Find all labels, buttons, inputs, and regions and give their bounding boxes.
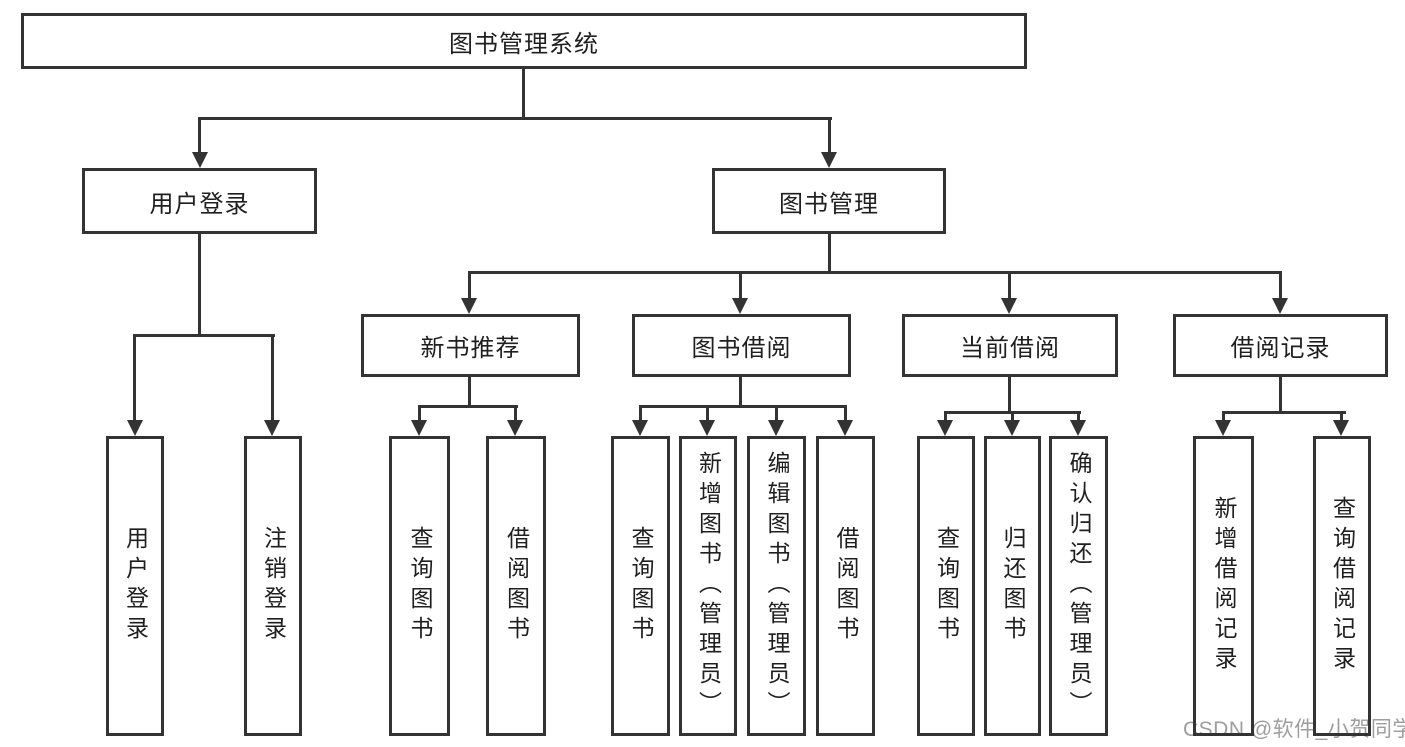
connector-drop bbox=[1222, 411, 1225, 420]
connector-borrowing-stub bbox=[739, 377, 742, 406]
connector-drop-leaf-logout bbox=[271, 334, 274, 420]
leaf-add-borrow-record: 新增借阅记录 bbox=[1193, 436, 1254, 736]
connector-drop-recommend bbox=[468, 271, 471, 298]
arrow-down-icon bbox=[264, 420, 280, 436]
arrow-down-icon bbox=[1333, 420, 1349, 436]
connector-drop bbox=[706, 405, 709, 420]
node-book-management: 图书管理 bbox=[712, 168, 946, 234]
arrow-down-icon bbox=[461, 298, 477, 314]
connector-recommend-split bbox=[418, 405, 518, 408]
leaf-query-books-borrow: 查询图书 bbox=[611, 436, 670, 736]
connector-root-stub bbox=[522, 69, 525, 118]
connector-drop bbox=[944, 411, 947, 420]
leaf-logout: 注销登录 bbox=[244, 436, 302, 736]
connector-root-split bbox=[198, 117, 832, 120]
node-label: 图书管理 bbox=[779, 190, 879, 218]
leaf-label: 借阅图书 bbox=[503, 526, 530, 646]
connector-drop-current bbox=[1008, 271, 1011, 298]
connector-borrowing-split bbox=[639, 405, 846, 408]
connector-drop bbox=[418, 405, 421, 420]
leaf-label: 新增图书（管理员） bbox=[695, 451, 722, 721]
leaf-label: 查询借阅记录 bbox=[1329, 496, 1356, 676]
connector-records-stub bbox=[1279, 377, 1282, 413]
leaf-confirm-return-admin: 确认归还（管理员） bbox=[1049, 436, 1108, 736]
leaf-label: 查询图书 bbox=[407, 526, 433, 646]
leaf-label: 查询图书 bbox=[933, 526, 960, 646]
connector-drop-borrowing bbox=[739, 271, 742, 298]
node-user-login: 用户登录 bbox=[82, 168, 317, 234]
leaf-query-books-recommend: 查询图书 bbox=[389, 436, 450, 736]
arrow-down-icon bbox=[1215, 420, 1231, 436]
leaf-borrow-books: 借阅图书 bbox=[816, 436, 875, 736]
connector-drop-book-management bbox=[828, 117, 831, 153]
node-label: 当前借阅 bbox=[960, 335, 1060, 362]
connector-drop-records bbox=[1279, 271, 1282, 298]
arrow-down-icon bbox=[127, 420, 143, 436]
node-label: 新书推荐 bbox=[420, 335, 521, 362]
node-borrowing-records: 借阅记录 bbox=[1173, 314, 1388, 377]
node-book-borrowing: 图书借阅 bbox=[632, 314, 851, 377]
arrow-down-icon bbox=[1272, 298, 1288, 314]
node-label: 借阅记录 bbox=[1230, 335, 1331, 362]
arrow-down-icon bbox=[821, 152, 837, 168]
connector-recommend-stub bbox=[468, 377, 471, 406]
connector-drop-user-login bbox=[198, 117, 201, 153]
arrow-down-icon bbox=[1070, 420, 1086, 436]
leaf-label: 新增借阅记录 bbox=[1211, 496, 1237, 676]
connector-drop bbox=[639, 405, 642, 420]
arrow-down-icon bbox=[837, 420, 853, 436]
connector-book-management-stub bbox=[828, 234, 831, 274]
arrow-down-icon bbox=[699, 420, 715, 436]
leaf-return-books: 归还图书 bbox=[984, 436, 1041, 736]
node-library-management-system: 图书管理系统 bbox=[21, 13, 1027, 69]
connector-drop bbox=[844, 405, 847, 420]
arrow-down-icon bbox=[411, 420, 427, 436]
leaf-add-books-admin: 新增图书（管理员） bbox=[679, 436, 737, 736]
connector-drop-leaf-user-login bbox=[133, 334, 136, 420]
arrow-down-icon bbox=[937, 420, 953, 436]
leaf-label: 借阅图书 bbox=[833, 526, 859, 646]
node-current-borrowing: 当前借阅 bbox=[902, 314, 1118, 377]
connector-drop bbox=[1077, 411, 1080, 420]
connector-user-login-split bbox=[133, 334, 275, 337]
connector-book-management-split bbox=[468, 271, 1281, 274]
arrow-down-icon bbox=[192, 152, 208, 168]
arrow-down-icon bbox=[507, 420, 523, 436]
leaf-label: 编辑图书（管理员） bbox=[764, 451, 790, 721]
node-new-book-recommendation: 新书推荐 bbox=[361, 314, 580, 377]
connector-current-stub bbox=[1008, 377, 1011, 413]
leaf-label: 用户登录 bbox=[122, 526, 149, 646]
connector-user-login-stub bbox=[198, 234, 201, 335]
arrow-down-icon bbox=[1004, 420, 1020, 436]
connector-drop bbox=[1011, 411, 1014, 420]
arrow-down-icon bbox=[732, 298, 748, 314]
connector-drop bbox=[514, 405, 517, 420]
node-label: 图书借阅 bbox=[691, 335, 792, 362]
connector-drop bbox=[1340, 411, 1343, 420]
node-label: 用户登录 bbox=[149, 190, 250, 218]
leaf-query-borrow-record: 查询借阅记录 bbox=[1313, 436, 1371, 736]
connector-records-split bbox=[1222, 411, 1346, 414]
leaf-label: 注销登录 bbox=[260, 526, 287, 646]
leaf-borrow-books-recommend: 借阅图书 bbox=[486, 436, 546, 736]
arrow-down-icon bbox=[632, 420, 648, 436]
arrow-down-icon bbox=[768, 420, 784, 436]
node-label: 图书管理系统 bbox=[449, 30, 599, 58]
leaf-label: 查询图书 bbox=[628, 526, 654, 646]
leaf-label: 归还图书 bbox=[1000, 526, 1026, 646]
leaf-label: 确认归还（管理员） bbox=[1066, 451, 1092, 721]
arrow-down-icon bbox=[1001, 298, 1017, 314]
leaf-user-login: 用户登录 bbox=[106, 436, 164, 736]
leaf-query-books-current: 查询图书 bbox=[917, 436, 975, 736]
connector-drop bbox=[775, 405, 778, 420]
leaf-edit-books-admin: 编辑图书（管理员） bbox=[747, 436, 806, 736]
